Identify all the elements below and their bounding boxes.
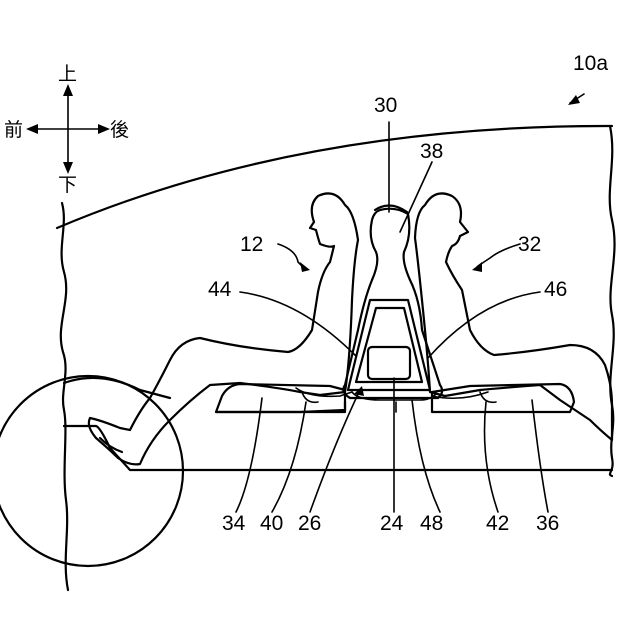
direction-indicator: 上 下 前 後 [4,63,129,196]
leader-cushion-front [236,398,262,512]
direction-up-label: 上 [58,63,77,85]
arrow-vehicle [568,95,580,105]
direction-front-label: 前 [4,119,23,141]
roof-line [57,126,612,228]
leader-housing [310,390,360,512]
rear-occupant-outline [415,193,612,440]
down-arrowhead [63,162,73,174]
label-headrest: 38 [420,140,443,163]
label-vehicle: 10a [573,52,608,75]
front-arrowhead [26,124,38,134]
leader-link [412,400,440,512]
module-box [368,347,410,379]
arrow-occupant-front [300,262,310,272]
leader-frame-rear [485,402,499,512]
label-housing: 26 [298,512,321,535]
label-link: 48 [420,512,443,535]
reference-numerals: 10a 12 32 30 38 44 46 34 40 26 24 48 42 … [208,52,608,535]
leader-frame-front [272,402,306,512]
leader-cushion-rear [532,400,548,512]
label-cushion-rear: 36 [536,512,559,535]
leader-occupant-rear [478,244,520,266]
label-strap-rear: 46 [544,278,567,301]
label-strap-front: 44 [208,278,232,301]
label-occupant-rear: 32 [518,233,541,256]
label-frame-rear: 42 [486,512,509,535]
housing-frame [348,300,430,390]
front-occupant-outline [89,193,358,464]
label-cushion-front: 34 [222,512,246,535]
front-break-line [61,203,68,590]
direction-down-label: 下 [58,174,77,196]
rear-arrowhead [98,124,110,134]
arrow-occupant-rear [472,262,482,272]
up-arrowhead [63,84,73,96]
label-seatback-unit: 30 [374,94,397,117]
label-frame-front: 40 [260,512,283,535]
front-occupant [89,193,358,464]
rear-occupant [415,193,612,440]
direction-rear-label: 後 [110,119,129,141]
floor-line [64,426,612,470]
label-module: 24 [380,512,404,535]
label-occupant-front: 12 [240,233,263,256]
